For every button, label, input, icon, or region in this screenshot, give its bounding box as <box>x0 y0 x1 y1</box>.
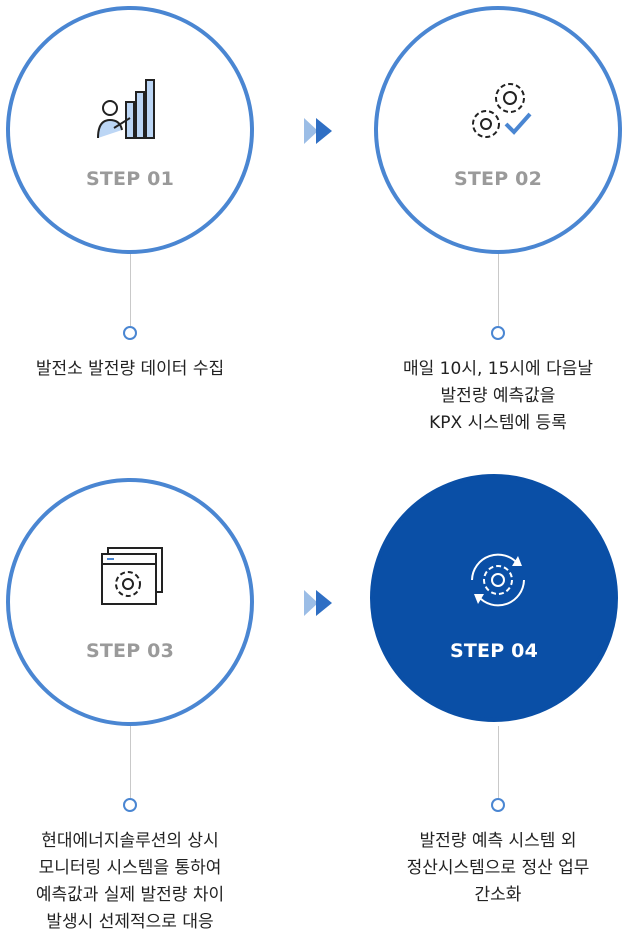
step-02-description: 매일 10시, 15시에 다음날 발전량 예측값을 KPX 시스템에 등록 <box>403 359 593 433</box>
step-label: STEP 01 <box>85 168 174 190</box>
presenter-chart-icon <box>97 79 155 139</box>
gears-check-icon <box>472 83 532 138</box>
step-label: STEP 02 <box>453 168 542 190</box>
step-label: STEP 03 <box>85 640 174 662</box>
connector-dot <box>491 326 505 340</box>
connector-line <box>130 726 131 798</box>
next-arrow-icon <box>304 118 332 144</box>
connector-line <box>130 254 131 326</box>
step-label: STEP 04 <box>449 640 538 662</box>
step-03-description: 현대에너지솔루션의 상시 모니터링 시스템을 통하여 예측값과 실제 발전량 차… <box>35 831 225 932</box>
step-04-description: 발전량 예측 시스템 외 정산시스템으로 정산 업무 간소화 <box>406 831 590 905</box>
connector-line <box>498 726 499 798</box>
step-01-circle: STEP 01 <box>6 6 254 254</box>
step-04-circle: STEP 04 <box>370 474 618 722</box>
step-03-circle: STEP 03 <box>6 478 254 726</box>
gear-cycle-icon <box>471 553 525 607</box>
connector-dot <box>123 326 137 340</box>
window-gear-icon <box>101 547 163 605</box>
step-02-circle: STEP 02 <box>374 6 622 254</box>
next-arrow-icon <box>304 590 332 616</box>
step-01-description: 발전소 발전량 데이터 수집 <box>35 359 225 379</box>
connector-dot <box>123 798 137 812</box>
connector-dot <box>491 798 505 812</box>
connector-line <box>498 254 499 326</box>
